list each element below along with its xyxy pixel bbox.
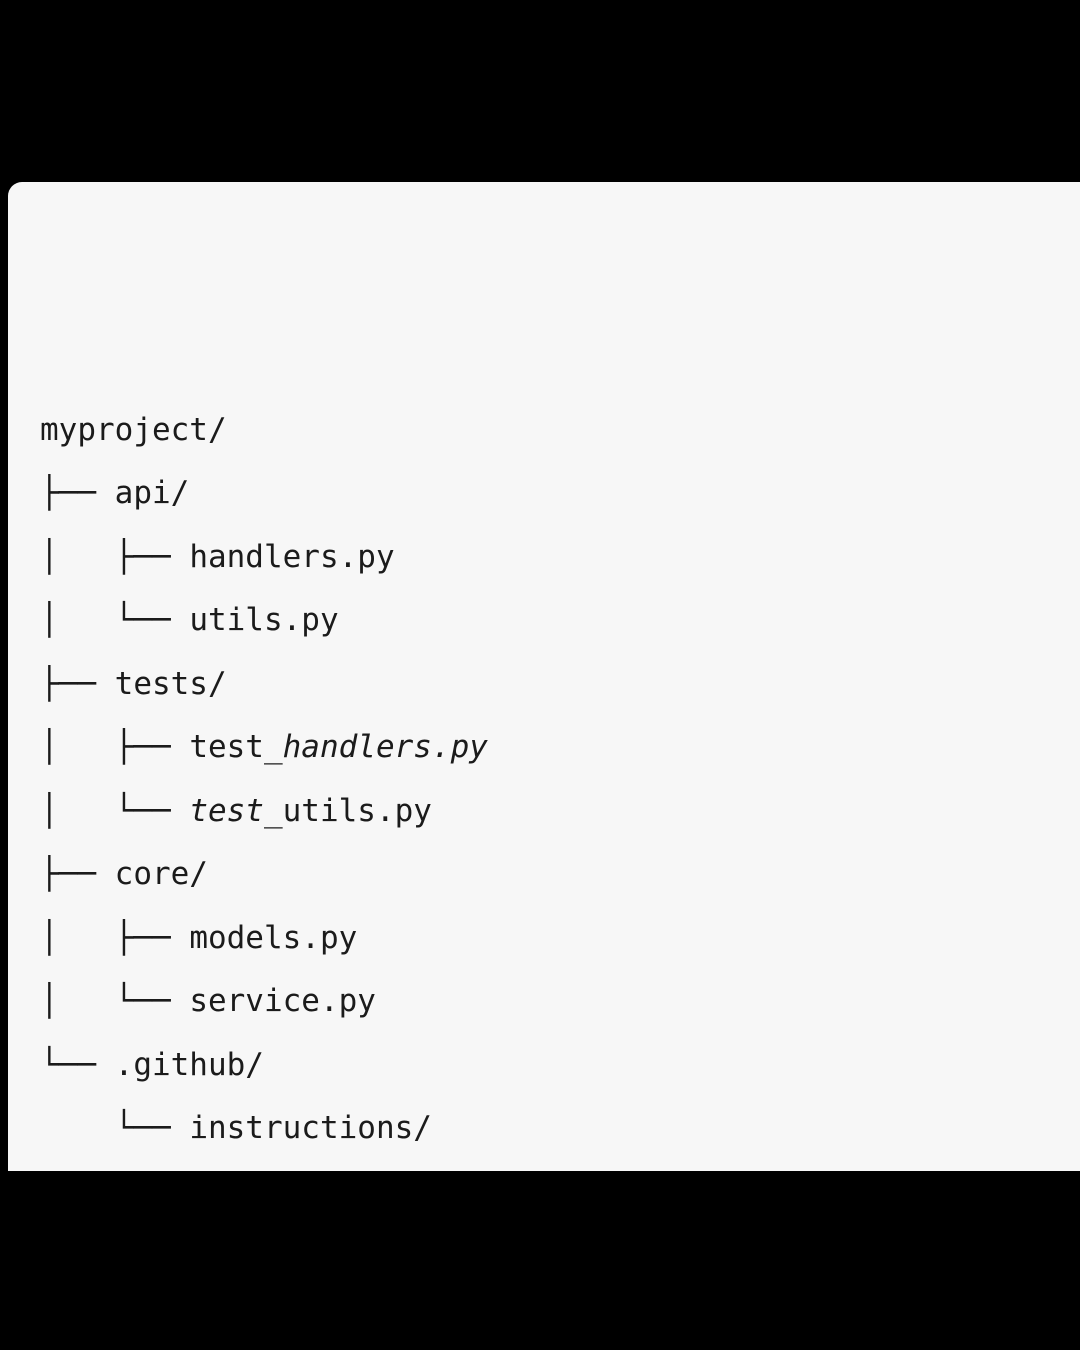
tree-file-label: utils.py [189, 602, 339, 638]
tree-directory-label: instructions/ [189, 1110, 432, 1146]
tree-line: myproject/ [40, 399, 1080, 463]
tree-line: │ ├── models.py [40, 907, 1080, 971]
tree-branch-connector: │ ├── [40, 538, 190, 575]
tree-directory-label: core/ [114, 856, 208, 892]
tree-branch-connector: ├── [40, 856, 115, 892]
tree-branch-connector: │ └── [40, 602, 190, 638]
tree-branch-connector: │ ├── [40, 919, 190, 956]
tree-line: ├── python_core.instructions.md [40, 1161, 1080, 1172]
tree-line: ├── core/ [40, 843, 1080, 907]
tree-directory-label: .github/ [114, 1046, 264, 1083]
directory-tree-panel: myproject/├── api/│ ├── handlers.py│ └──… [8, 182, 1080, 1171]
tree-line: └── .github/ [40, 1034, 1080, 1098]
tree-branch-connector: ├── [40, 475, 115, 511]
tree-file-label: handlers.py [189, 538, 395, 575]
tree-file-label: test [189, 792, 264, 829]
tree-branch-connector: │ └── [40, 983, 190, 1019]
tree-line: │ ├── test_handlers.py [40, 716, 1080, 780]
tree-file-label: models.py [189, 919, 358, 956]
directory-tree-listing: myproject/├── api/│ ├── handlers.py│ └──… [40, 208, 1080, 1171]
tree-directory-label: tests/ [114, 665, 227, 702]
tree-file-label: test_ [189, 729, 283, 765]
tree-branch-connector: ├── [40, 665, 115, 702]
tree-branch-connector: │ ├── [40, 729, 190, 765]
tree-file-label: handlers.py [282, 729, 488, 765]
tree-line: │ └── test_utils.py [40, 780, 1080, 844]
tree-branch-connector: └── [40, 1110, 190, 1146]
tree-branch-connector: │ └── [40, 792, 190, 829]
tree-file-label: _utils.py [263, 792, 432, 829]
tree-line: │ └── service.py [40, 970, 1080, 1034]
tree-line: │ └── utils.py [40, 589, 1080, 653]
tree-directory-label: myproject/ [40, 411, 227, 448]
tree-file-label: service.py [189, 983, 376, 1019]
tree-line: └── instructions/ [40, 1097, 1080, 1161]
tree-directory-label: api/ [114, 475, 190, 511]
tree-branch-connector: └── [40, 1046, 115, 1083]
tree-line: │ ├── handlers.py [40, 526, 1080, 590]
tree-line: ├── tests/ [40, 653, 1080, 717]
tree-line: ├── api/ [40, 462, 1080, 526]
